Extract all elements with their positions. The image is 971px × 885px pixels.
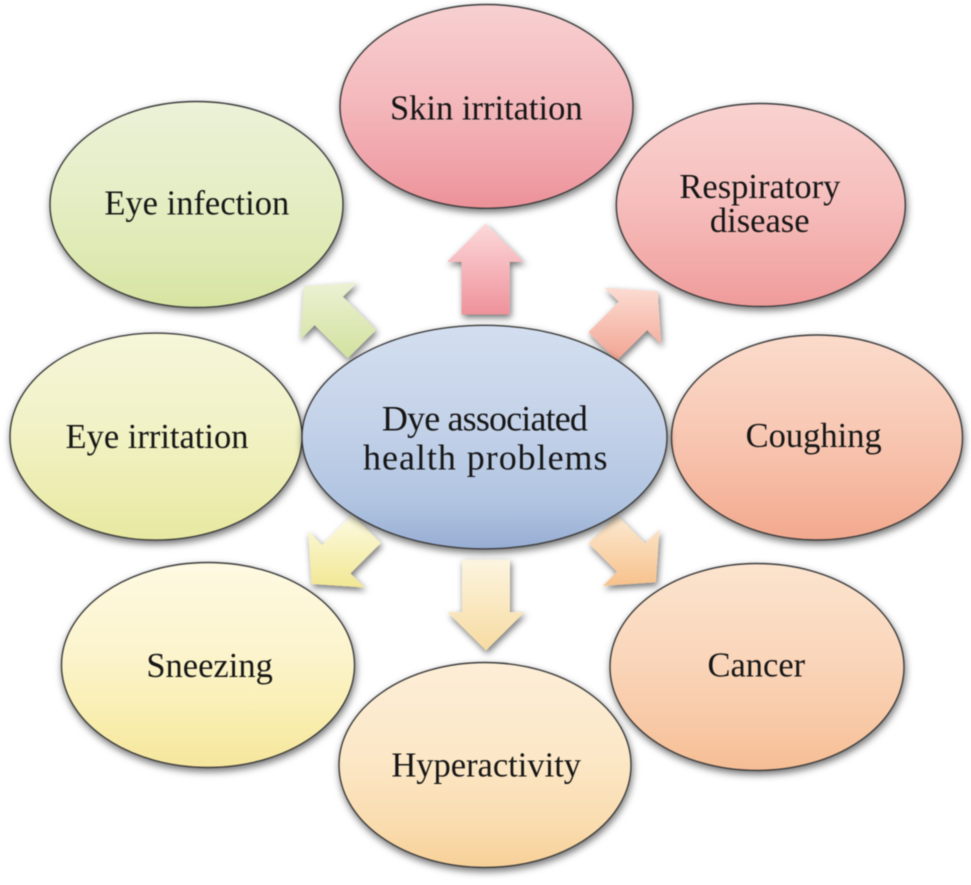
svg-text:Dye associated: Dye associated (382, 399, 588, 439)
svg-text:Sneezing: Sneezing (146, 647, 272, 685)
svg-text:Coughing: Coughing (746, 417, 882, 455)
svg-text:Cancer: Cancer (707, 647, 805, 685)
svg-text:health problems: health problems (363, 437, 608, 477)
svg-text:Eye irritation: Eye irritation (66, 418, 249, 456)
svg-text:disease: disease (710, 202, 810, 240)
svg-text:Skin irritation: Skin irritation (390, 90, 583, 128)
svg-text:Eye infection: Eye infection (104, 185, 289, 223)
svg-text:Respiratory: Respiratory (679, 168, 841, 206)
svg-text:Hyperactivity: Hyperactivity (391, 747, 581, 785)
